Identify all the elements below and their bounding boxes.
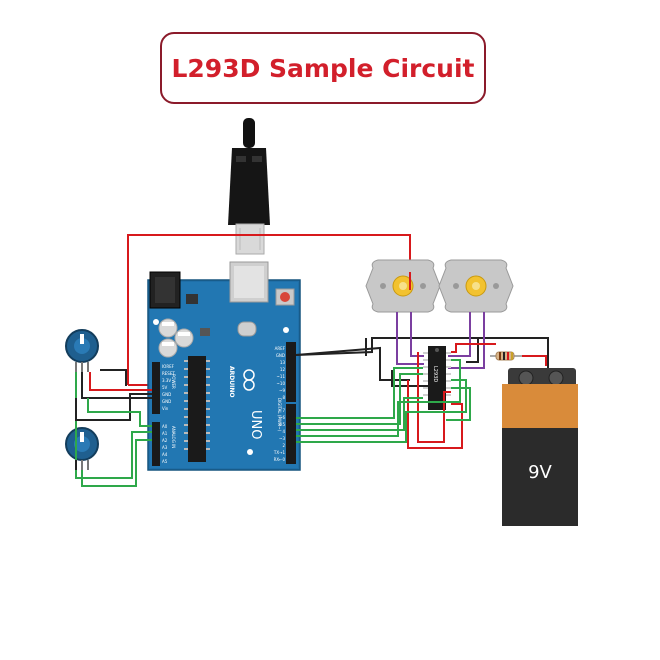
pin-label: AREF [275,346,286,351]
pin-label: A5 [162,459,168,464]
arduino-brand: ARDUINO [228,366,235,397]
pin-label: ~10 [277,381,286,386]
potentiometer-top[interactable] [65,329,99,372]
pin-label: ~3 [279,436,285,441]
dc-motor-left [365,259,441,313]
pin-label: 7 [282,408,285,413]
battery-9v [502,368,578,526]
pin-label: ~11 [277,374,286,379]
pin-label: 3.3V [162,378,171,383]
pin-label: GND [162,392,171,397]
chip-label: L293D [432,366,438,382]
usb-cable [228,118,270,255]
digital-pin-labels-bottom: 7 ~6 ~5 4 ~3 2 TX→1 RX←0 [273,408,286,462]
pin-label: TX→1 [273,450,286,455]
pin-label: A1 [162,431,168,436]
arduino-logo-icon [243,369,255,391]
pin-label: GND [276,353,285,358]
title-box: L293D Sample Circuit [160,32,486,104]
pin-label: A4 [162,452,168,457]
digital-header-label: DIGITAL (PWM~) [277,398,282,432]
pin-label: IOREF [162,364,175,369]
page-title: L293D Sample Circuit [171,53,475,83]
arduino-model: UNO [248,410,263,439]
pin-label: RX←0 [274,457,286,462]
pin-label: A2 [162,438,168,443]
wires-green [296,359,471,443]
potentiometer-wires [75,369,152,487]
power-header-label: POWER [171,374,176,389]
pin-label: ~9 [279,388,285,393]
pin-label: Vin [162,406,169,411]
power-pin-labels: IOREF RESET 3.3V 5V GND GND Vin [162,364,175,411]
pin-label: GND [162,399,171,404]
pin-label: 12 [280,367,286,372]
pin-label: A3 [162,445,168,450]
pin-label: ~6 [279,415,285,420]
analog-header-label: ANALOG IN [171,426,176,448]
dc-motor-right [438,259,514,313]
wire-red-top [127,234,411,385]
pin-label: 13 [280,360,286,365]
l293d-chip [423,346,451,410]
pin-label: A0 [162,424,168,429]
potentiometer-bottom[interactable] [65,427,99,470]
pin-label: 5V [162,385,168,390]
analog-pin-labels: A0 A1 A2 A3 A4 A5 [162,424,168,464]
battery-label: 9V [528,462,552,483]
pin-label: RESET [162,371,175,376]
arduino-board [147,261,301,471]
pin-label: 4 [282,429,285,434]
pin-label: 8 [282,395,285,400]
pin-label: 2 [282,443,285,448]
pin-label: ~5 [279,422,285,427]
resistor [490,351,522,361]
digital-pin-labels-top: AREF GND 13 12 ~11 ~10 ~9 8 [275,346,286,400]
